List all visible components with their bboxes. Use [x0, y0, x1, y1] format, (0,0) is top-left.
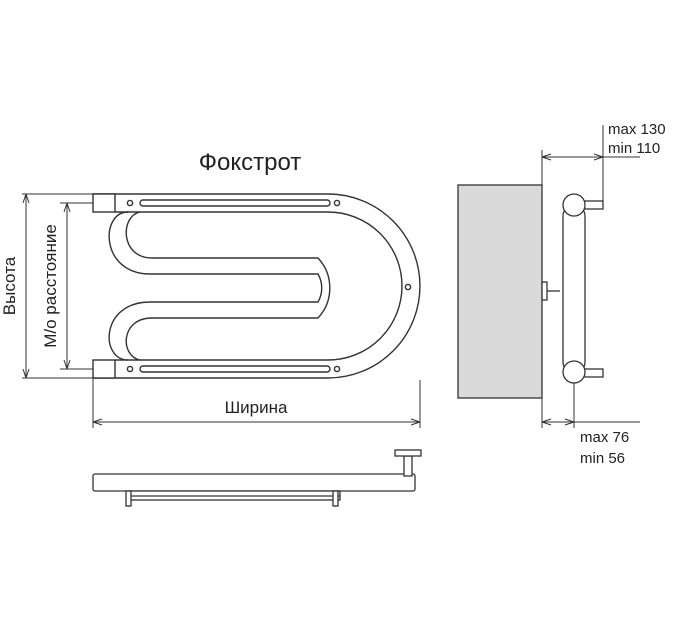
top-right-screw: [333, 199, 341, 207]
top-offset-min-label: min 110: [608, 140, 660, 157]
side-view: [457, 184, 604, 399]
bottom-offset-max-label: max 76: [580, 429, 629, 446]
center-distance-label: М/о расстояние: [41, 224, 60, 348]
top-view-cap: [394, 449, 422, 457]
top-view-body: [92, 473, 416, 492]
top-view-mount-left: [125, 490, 132, 507]
wall-flange: [541, 281, 548, 301]
bottom-offset-min-label: min 56: [580, 450, 625, 467]
top-view: [92, 449, 422, 507]
top-pipe-end: [562, 193, 586, 217]
bottom-right-screw: [333, 365, 341, 373]
side-dimensions: [541, 125, 640, 428]
bottom-slot: [139, 365, 331, 373]
outer-u-pipe: [93, 193, 421, 379]
s-loop-outer: [108, 211, 323, 361]
bottom-mount-cap: [92, 359, 116, 379]
top-mount-cap: [92, 193, 116, 213]
bottom-pipe-end: [562, 360, 586, 384]
height-dimension: [22, 193, 93, 379]
side-pipe: [562, 204, 586, 374]
s-loop-inner: [125, 211, 331, 361]
top-view-stem: [403, 455, 413, 477]
bottom-left-screw: [126, 365, 134, 373]
top-slot: [139, 199, 331, 207]
top-offset-max-label: max 130: [608, 121, 666, 138]
front-view: [92, 193, 421, 379]
width-label: Ширина: [225, 398, 288, 417]
center-distance-dimension: [60, 202, 93, 370]
top-view-mount-right: [332, 490, 339, 507]
top-left-screw: [126, 199, 134, 207]
diagram-title: Фокстрот: [199, 149, 302, 176]
bleed-valve: [404, 283, 412, 291]
inner-u-pipe: [115, 211, 403, 361]
wall-section: [457, 184, 543, 399]
height-label: Высота: [0, 256, 19, 315]
width-dimension: [92, 378, 421, 428]
